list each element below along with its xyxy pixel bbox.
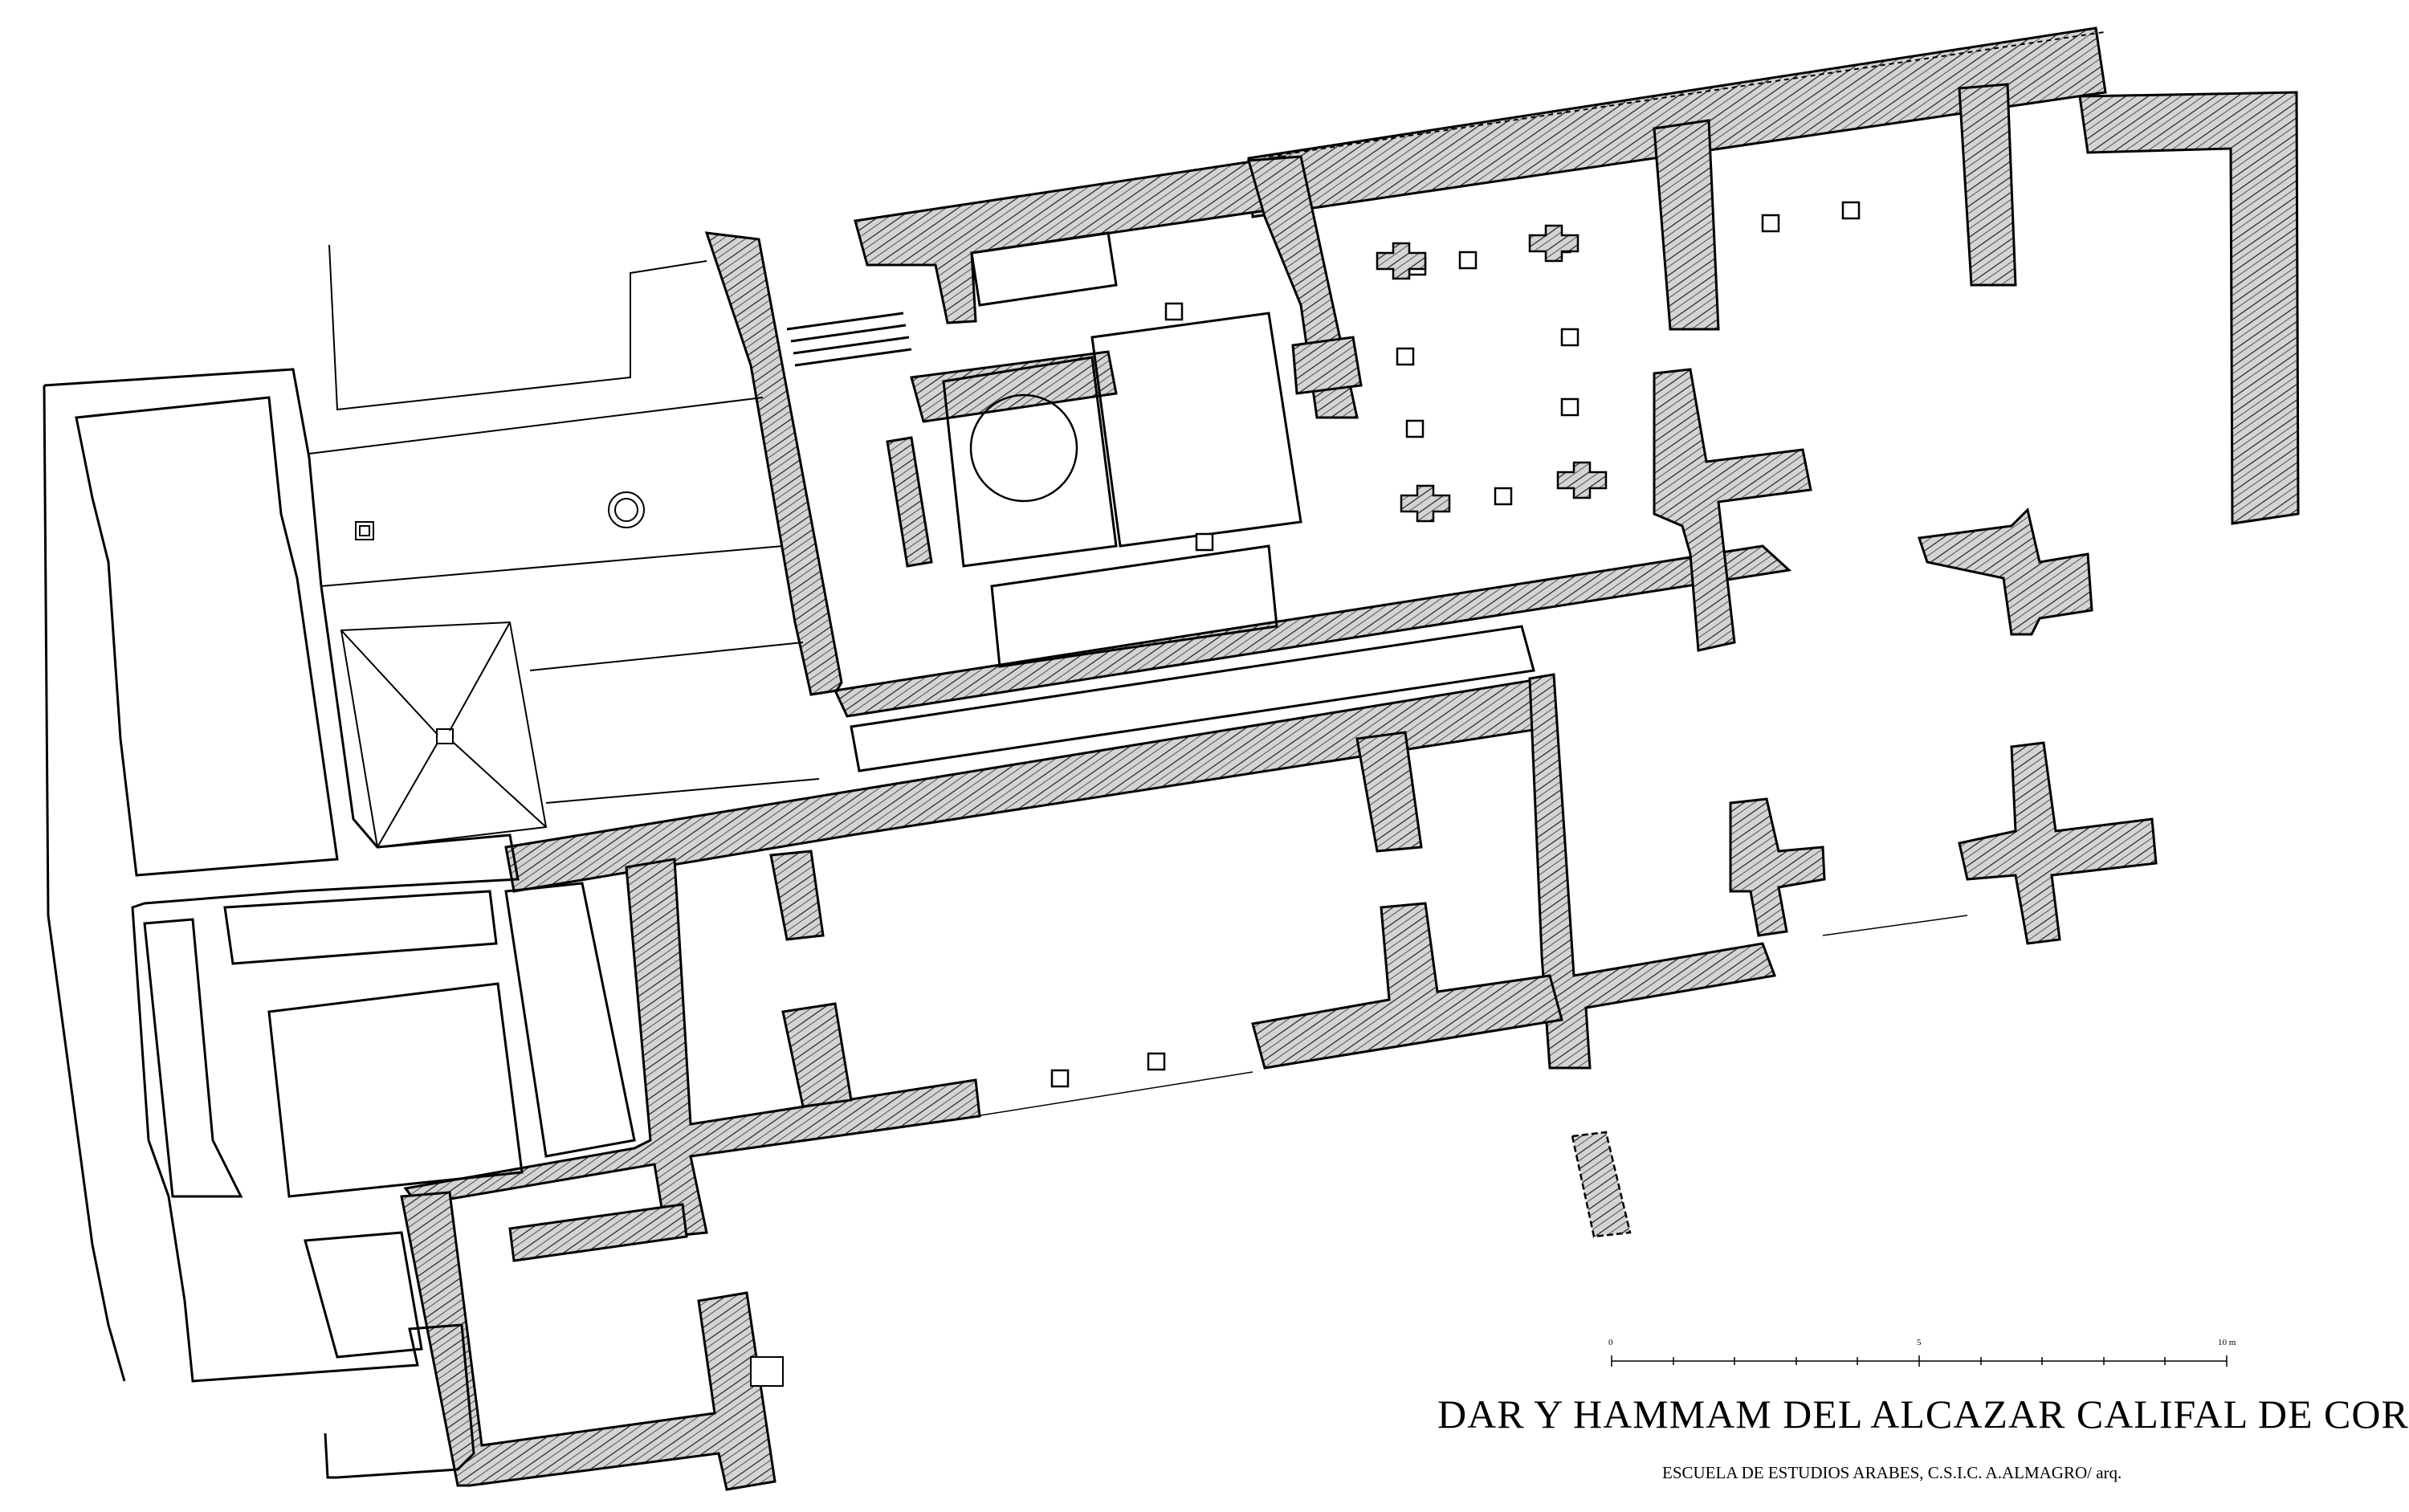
well-circle-inner: [614, 498, 638, 522]
hammam-room-void-2: [886, 436, 933, 568]
pyramid-roof: [340, 621, 548, 849]
column-base: [1147, 1052, 1166, 1071]
hammam-room-wall-4: [781, 1002, 853, 1108]
small-column-base-inner: [359, 525, 370, 536]
scale-label-five: 5: [1917, 1338, 1922, 1347]
central-wall-upper: [833, 544, 1792, 718]
column-base: [1560, 328, 1580, 347]
pool-circle: [969, 393, 1078, 503]
dar-inner-room-outline: [1090, 312, 1302, 548]
west-wing-walls: [43, 368, 636, 1479]
west-wing-room-d: [304, 1231, 423, 1359]
well-circle: [608, 491, 645, 528]
roof-ridge: [340, 630, 438, 736]
hammam-room-wall-1: [1355, 731, 1423, 853]
column-base: [1405, 419, 1425, 438]
dar-interior-lines: [786, 231, 1302, 668]
threshold-line: [975, 1071, 1253, 1117]
hammam-room-wall-2: [769, 850, 825, 941]
hammam-room-wall-3: [1251, 902, 1563, 1070]
cross-pier-1: [1653, 368, 1812, 652]
cruciform-pier: [1528, 224, 1580, 263]
cross-pier-2: [1918, 507, 2093, 636]
west-wing-room-b: [223, 890, 498, 965]
hall-pier-3: [1958, 83, 2017, 287]
west-wing-outer: [43, 368, 520, 1479]
courtyard-north-boundary: [328, 244, 707, 411]
cruciform-pier: [1556, 461, 1608, 499]
scale-label-zero: 0: [1608, 1338, 1613, 1347]
column-base: [1396, 347, 1415, 366]
west-wing-room-a: [143, 918, 243, 1198]
west-courtyard-outline: [308, 244, 820, 849]
hatched-walls: [400, 26, 2300, 1491]
drawing-title: DAR Y HAMMAM DEL ALCAZAR CALIFAL DE CORD…: [1437, 1392, 2409, 1437]
dar-north-wall-left: [854, 155, 1296, 324]
scale-bar: [1611, 1355, 2228, 1367]
drawing-credit: ESCUELA DE ESTUDIOS ARABES, C.S.I.C. A.A…: [1662, 1463, 2122, 1482]
stair-line-2: [790, 324, 907, 343]
column-base: [1560, 397, 1580, 417]
roof-ridge: [377, 742, 438, 848]
west-wing-west-edge: [43, 385, 126, 1382]
column-base: [1458, 251, 1478, 270]
cruciform-pier: [1400, 484, 1451, 523]
hammam-room-void-1: [850, 625, 1535, 772]
main-longitudinal-wall: [504, 677, 1555, 893]
isolated-wall-fragment: [1571, 1131, 1632, 1238]
column-base: [1050, 1069, 1070, 1088]
cruciform-piers: [1376, 224, 1608, 523]
cruciform-pier: [1376, 242, 1427, 280]
courtyard-outer-line: [308, 397, 764, 454]
stair-line-4: [794, 348, 912, 367]
stair-line-1: [786, 312, 904, 331]
hall-pier-2: [1653, 119, 1720, 331]
cross-pier-3: [1958, 741, 2158, 945]
west-wing-room-c: [267, 982, 524, 1198]
scale-label-ten: 10 m: [2218, 1338, 2236, 1347]
column-base: [1761, 214, 1780, 233]
west-wing-room-e: [504, 882, 636, 1158]
roof-ridge: [449, 622, 511, 732]
column-base: [1494, 487, 1513, 506]
east-boundary-wall: [2078, 91, 2300, 525]
south-west-wall: [508, 1203, 688, 1262]
courtyard-inner-line: [545, 778, 820, 804]
column-base: [1841, 201, 1861, 220]
dar-lower-room: [990, 544, 1278, 668]
pool-basin-frame: [942, 356, 1118, 568]
small-column-base: [355, 521, 374, 540]
stair-line-3: [793, 336, 910, 355]
room-voids: [850, 436, 1535, 772]
drain-outlet: [750, 1356, 784, 1387]
column-base: [1164, 302, 1184, 321]
column-base: [1195, 532, 1214, 552]
threshold-line: [1822, 915, 1968, 936]
roof-apex: [436, 728, 454, 744]
dar-west-wall: [704, 231, 843, 696]
roof-ridge: [453, 742, 547, 828]
hall-pier-1: [1291, 336, 1363, 395]
dar-north-room: [910, 350, 1118, 423]
dar-courtyard-outline: [970, 231, 1118, 307]
courtyard-outer-line: [320, 545, 784, 587]
west-wing-inner: [75, 396, 339, 877]
courtyard-inner-line: [529, 642, 804, 671]
cross-pier-4: [1729, 797, 1826, 937]
south-enclosure-wall: [400, 1191, 777, 1491]
